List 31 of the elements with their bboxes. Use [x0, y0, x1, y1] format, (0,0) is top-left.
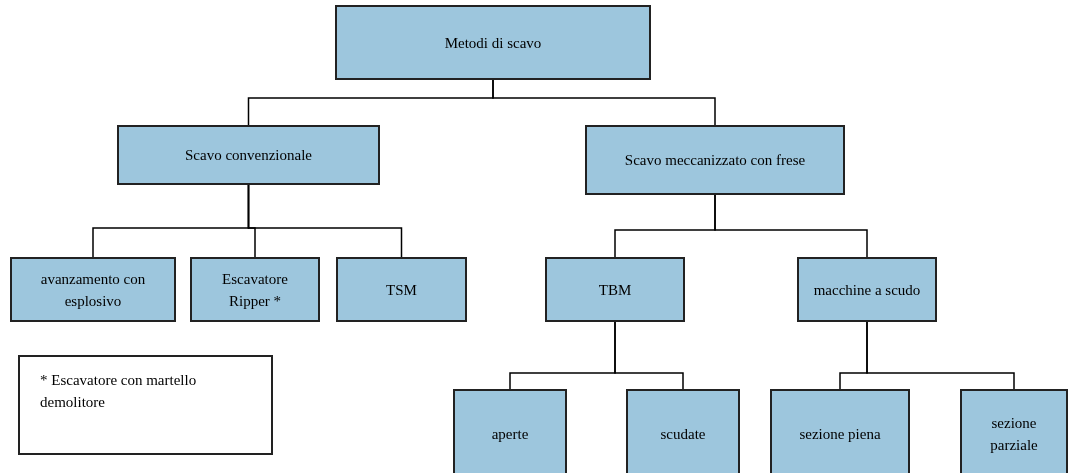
box-label: avanzamento con esplosivo: [39, 269, 147, 311]
box-label: Scavo meccanizzato con frese: [624, 151, 806, 170]
category-box: [117, 125, 380, 185]
box-label: TBM: [598, 280, 632, 300]
category-box: [960, 389, 1068, 473]
box-label: sezione parziale: [989, 414, 1039, 455]
box-label: sezione piena: [799, 425, 881, 444]
category-box: [335, 5, 651, 80]
connector-line: [247, 184, 403, 258]
box-label: Escavatore Ripper *: [221, 269, 289, 311]
box-label: Scavo convenzionale: [185, 146, 312, 165]
category-box: [770, 389, 910, 473]
category-box: [545, 257, 685, 322]
category-box: [190, 257, 320, 322]
connector-line: [714, 194, 868, 258]
box-label: macchine a scudo: [813, 280, 921, 300]
connector-line: [492, 79, 716, 126]
category-box: [626, 389, 740, 473]
box-label: * Escavatore con martello demolitore: [40, 371, 198, 412]
category-box: [797, 257, 937, 322]
category-box: [585, 125, 845, 195]
category-box: [336, 257, 467, 322]
note-box: [18, 355, 273, 455]
connector-line: [614, 321, 684, 390]
category-box: [10, 257, 176, 322]
category-box: [453, 389, 567, 473]
box-label: aperte: [491, 425, 529, 444]
connector-line: [866, 321, 1015, 390]
box-label: TSM: [386, 280, 417, 300]
box-label: scudate: [660, 425, 706, 444]
box-label: Metodi di scavo: [444, 33, 542, 53]
